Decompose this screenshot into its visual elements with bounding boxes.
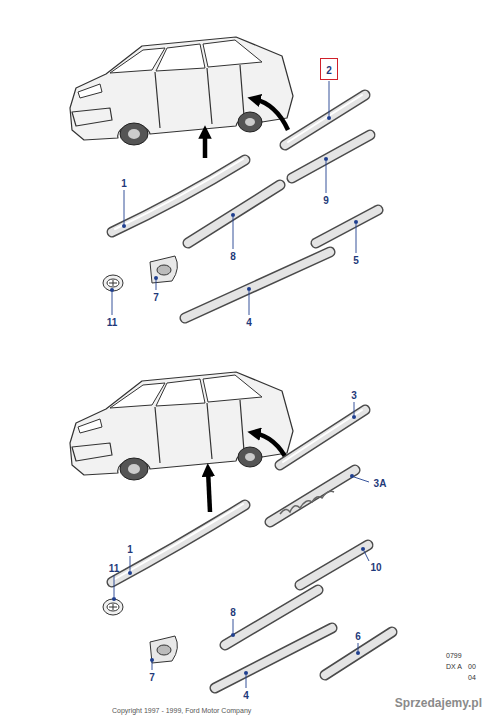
callout-number: 8 [230, 607, 236, 618]
callout-number: 1 [121, 178, 127, 189]
callout-number: 7 [153, 292, 159, 303]
callout-box: 2 [320, 58, 338, 80]
callout-number: 4 [243, 690, 249, 701]
callout-number: 2 [326, 65, 332, 76]
callout-number: 3 [351, 390, 357, 401]
drawing-code: DX A [446, 663, 462, 671]
callout-number: 5 [353, 255, 359, 266]
callout-number: 11 [109, 563, 120, 574]
callout-number: 10 [370, 562, 381, 573]
callout-number: 7 [149, 672, 155, 683]
copyright-note: Copyright 1997 - 1999, Ford Motor Compan… [112, 707, 251, 715]
drawing-code: 0799 [446, 652, 462, 660]
callout-number: 6 [355, 631, 361, 642]
callout-number: 1 [127, 544, 133, 555]
callout-number: 8 [230, 251, 236, 262]
callout-number: 4 [246, 317, 252, 328]
callout-number: 3A [374, 478, 387, 489]
callout-number: 9 [323, 195, 329, 206]
drawing-code: 04 [468, 674, 476, 682]
watermark: Sprzedajemy.pl [395, 697, 482, 710]
drawing-code: 00 [468, 663, 476, 671]
callout-number: 11 [107, 317, 118, 328]
